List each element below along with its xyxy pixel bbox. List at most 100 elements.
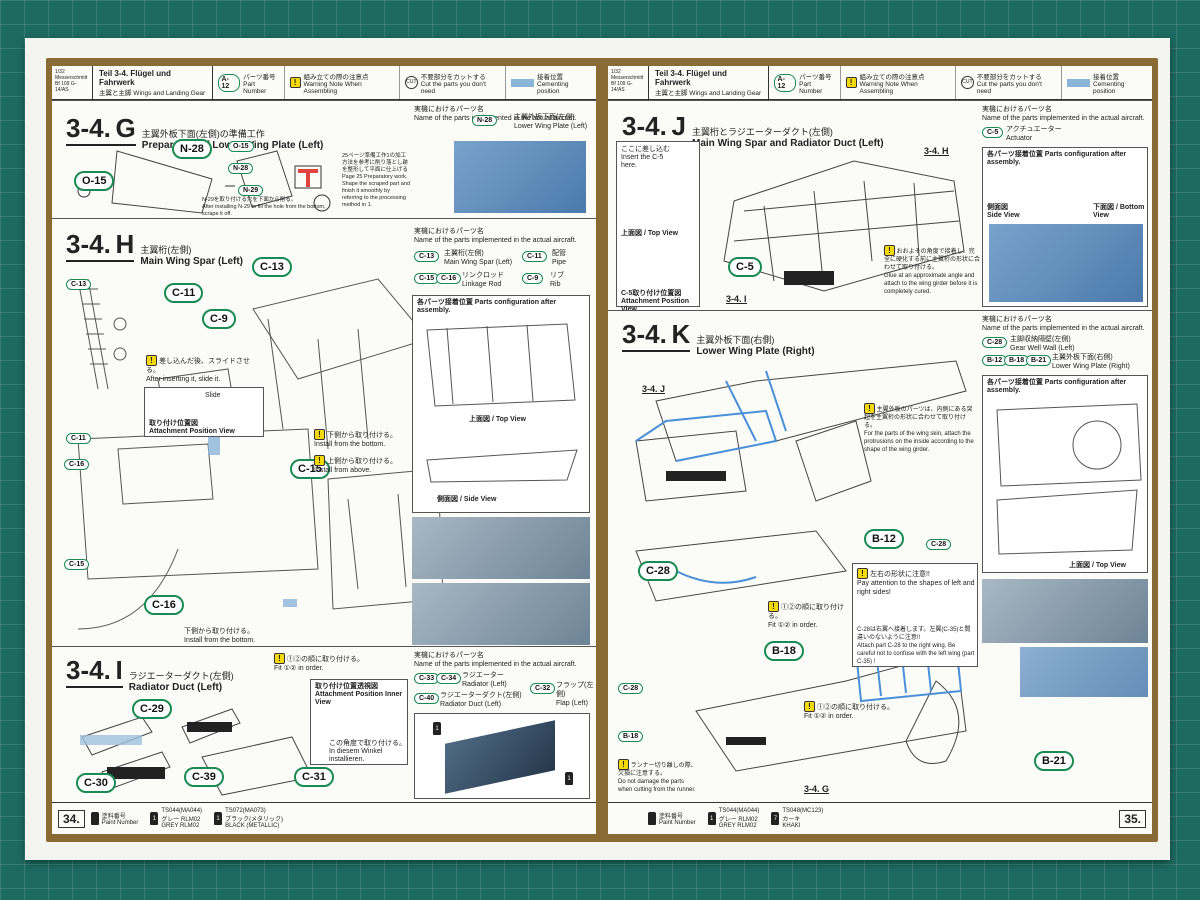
- paint-bottle-icon: 1: [214, 812, 223, 825]
- warning-icon: !: [804, 701, 815, 712]
- step-k-drawing: [635, 360, 967, 772]
- section-title: Teil 3-4. Flügel und Fahrwerk 主翼と主脚 Wing…: [93, 66, 213, 99]
- step-h-panel: 3-4. H 主翼桁(左側)Main Wing Spar (Left) C-13…: [52, 218, 596, 646]
- cement-swatch: [1066, 78, 1090, 87]
- brand-block: 1/32 Messerschmitt Bf 109 G-14/AS: [608, 66, 649, 99]
- warning-icon: !: [884, 245, 895, 256]
- step-g-note: 25ページ準備工作1の加工方法を参考に削り落とし跡を整形して平面に仕上げる Pa…: [342, 153, 410, 208]
- step-h-real-parts: 実機におけるパーツ名 Name of the parts implemented…: [414, 228, 577, 244]
- k-assembly-photo: [982, 579, 1148, 643]
- lower-wing-plate-photo: [454, 141, 586, 213]
- cut-icon: CUT: [405, 76, 418, 89]
- warning-icon: !: [845, 77, 857, 88]
- ref-3-4-h: 3-4. H: [924, 146, 949, 156]
- bottom-note-2: 下側から取り付ける。 Install from the bottom.: [184, 628, 256, 644]
- warning-icon: !: [768, 601, 779, 612]
- bottom-note: ! 下側から取り付ける。 Install from the bottom.: [314, 429, 397, 448]
- step-h-drawing: [77, 278, 444, 630]
- part-n28: N-28: [172, 139, 212, 159]
- inner-view-box: 取り付け位置透視図 Attachment Position Inner View…: [310, 679, 408, 765]
- warning-icon: !: [314, 429, 325, 440]
- page-header: 1/32 Messerschmitt Bf 109 G-14/AS Teil 3…: [608, 66, 1152, 100]
- warning-icon: !: [146, 355, 157, 366]
- warning-icon: !: [864, 403, 875, 414]
- part-c29: C-29: [132, 699, 172, 719]
- part-c28: C-28: [638, 561, 678, 581]
- k-config-box: 各パーツ接着位置 Parts configuration after assem…: [982, 375, 1148, 573]
- runner-note: ! ランナー切り離しの際、欠損に注意する。 Do not damage the …: [618, 759, 697, 793]
- part-b18-sm: B-18: [618, 731, 644, 742]
- step-g-note2: N-29を取り付ける穴を下面から削る。 After installing N-2…: [202, 197, 326, 217]
- warning-icon: !: [618, 759, 629, 770]
- paint-bottle-icon: 1: [707, 812, 716, 825]
- j-assembly-photo: [989, 224, 1143, 302]
- above-note: ! 上側から取り付ける。 Install from above.: [314, 455, 397, 474]
- step-i-real-parts: 実機におけるパーツ名 Name of the parts implemented…: [414, 652, 577, 668]
- warning-icon: !: [314, 455, 325, 466]
- spar-photo-1: [412, 517, 590, 579]
- shape-warning-box: ! 左右の形状に注意!! Pay attention to the shapes…: [852, 563, 978, 667]
- section-title: Teil 3-4. Flügel und Fahrwerk 主翼と主脚 Wing…: [649, 66, 769, 99]
- part-b12: B-12: [864, 529, 904, 549]
- part-n28-sm: N-28: [228, 163, 254, 174]
- warning-icon: !: [289, 77, 301, 88]
- top-view-label: 上面図 / Top View: [469, 416, 526, 423]
- step-j-panel: 3-4. J 主翼桁とラジエーターダクト(左側)Main Wing Spar a…: [608, 100, 1152, 313]
- part-c28-sm: C-28: [618, 683, 644, 694]
- ref-3-4-j: 3-4. J: [642, 384, 666, 394]
- part-c16-sm: C-16: [64, 459, 90, 470]
- page-number: 34.: [58, 809, 85, 828]
- part-c16: C-16: [144, 595, 184, 615]
- part-c30: C-30: [76, 773, 116, 793]
- step-i-heading: 3-4. I ラジエーターダクト(左側)Radiator Duct (Left): [66, 655, 234, 693]
- step-i-panel: 3-4. I ラジエーターダクト(左側)Radiator Duct (Left)…: [52, 646, 596, 802]
- ref-3-4-i: 3-4. I: [726, 294, 747, 304]
- part-b21: B-21: [1034, 751, 1074, 771]
- radiator-photo-box: 1 1: [414, 713, 590, 799]
- k-wing-plate-photo: [1020, 647, 1148, 697]
- part-c5: C-5: [728, 257, 762, 277]
- part-o15: O-15: [74, 171, 115, 191]
- top-view-label: 上面図 / Top View: [621, 230, 678, 237]
- j-config-box: 各パーツ接着位置 Parts configuration after assem…: [982, 147, 1148, 307]
- order-note: ! ①②の順に取り付ける。 Fit ①② in order.: [274, 653, 364, 672]
- part-c31: C-31: [294, 767, 334, 787]
- c5-attach-box: ここに差し込む Insert the C-5 here. 上面図 / Top V…: [616, 141, 700, 313]
- page-number: 35.: [1119, 809, 1146, 828]
- step-k-panel: 3-4. K 主翼外板下面(右側)Lower Wing Plate (Right…: [608, 310, 1152, 802]
- step-j-real-parts: 実機におけるパーツ名 Name of the parts implemented…: [982, 106, 1145, 122]
- part-c9: C-9: [202, 309, 236, 329]
- step-k-real-parts: 実機におけるパーツ名 Name of the parts implemented…: [982, 316, 1145, 332]
- paint-bottle-icon: 1: [565, 772, 573, 785]
- part-c39: C-39: [184, 767, 224, 787]
- parts-config-box: 各パーツ接着位置 Parts configuration after assem…: [412, 295, 590, 513]
- part-c13-sm: C-13: [66, 279, 92, 290]
- part-c15-sm: C-15: [64, 559, 90, 570]
- radiator-duct-photo: [445, 720, 555, 794]
- slide-note: ! 差し込んだ後、スライドさせる。 After inserting it, sl…: [146, 355, 250, 383]
- warning-icon: !: [857, 568, 868, 579]
- page-34: 1/32 Messerschmitt Bf 109 G-14/AS Teil 3…: [52, 66, 596, 834]
- spar-photo-2: [412, 583, 590, 645]
- step-h-heading: 3-4. H 主翼桁(左側)Main Wing Spar (Left): [66, 229, 244, 267]
- attachment-position-box: Slide 取り付け位置図 Attachment Position View: [144, 387, 264, 437]
- glue-note: ! おおよその角度で接着し、完全に硬化する前に主翼桁の形状に合わせて取り付ける。…: [884, 245, 981, 295]
- paint-bottle-icon: [648, 812, 656, 825]
- page-header: 1/32 Messerschmitt Bf 109 G-14/AS Teil 3…: [52, 66, 596, 100]
- real-part-n28: N-28: [472, 115, 498, 126]
- ref-3-4-g: 3-4. G: [804, 784, 830, 794]
- paint-bottle-icon: [90, 812, 99, 825]
- part-o15-sm: O-15: [228, 141, 254, 152]
- part-c11-sm: C-11: [66, 433, 91, 444]
- step-k-heading: 3-4. K 主翼外板下面(右側)Lower Wing Plate (Right…: [622, 319, 815, 357]
